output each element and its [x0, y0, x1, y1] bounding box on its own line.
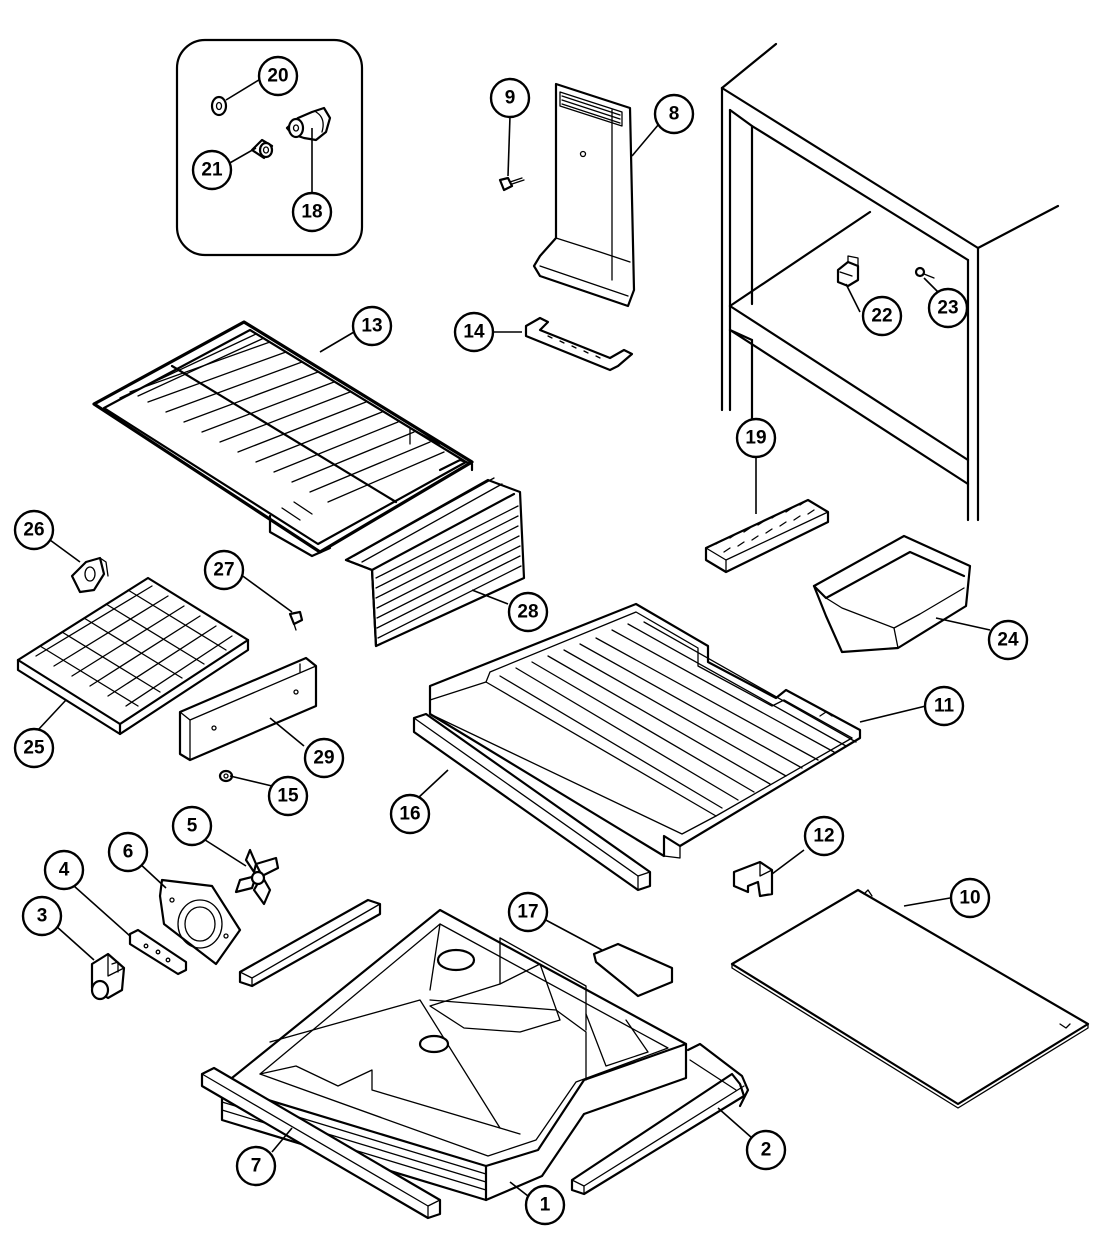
part-22-bracket [836, 255, 860, 288]
part-5-fan-blade [234, 848, 280, 906]
callout-16: 16 [389, 793, 431, 835]
svg-text:1: 1 [540, 1195, 551, 1216]
svg-text:29: 29 [313, 748, 334, 769]
callout-15: 15 [267, 775, 309, 817]
callout-18: 18 [291, 191, 333, 233]
part-20-washer [210, 95, 228, 117]
callout-21: 21 [191, 149, 233, 191]
svg-text:25: 25 [23, 738, 45, 759]
part-17-pad [592, 942, 674, 998]
svg-text:19: 19 [745, 428, 766, 449]
inset-detail-box [175, 38, 364, 257]
callout-12: 12 [803, 815, 845, 857]
part-7-rail [200, 1066, 442, 1220]
freezer-cabinet-outline [720, 42, 1060, 522]
callout-5: 5 [171, 805, 213, 847]
callout-23: 23 [927, 287, 969, 329]
svg-text:27: 27 [213, 560, 234, 581]
callout-29: 29 [303, 737, 345, 779]
svg-text:20: 20 [267, 66, 288, 87]
part-26-clip [70, 556, 109, 594]
svg-text:10: 10 [959, 888, 980, 909]
callout-22: 22 [861, 295, 903, 337]
part-12-bracket [732, 860, 774, 898]
svg-text:18: 18 [301, 202, 322, 223]
part-21-spacer [250, 138, 274, 160]
callout-2: 2 [745, 1129, 787, 1171]
svg-text:7: 7 [251, 1156, 262, 1177]
part-28-wire-basket [344, 477, 526, 648]
part-4-bracket [128, 928, 188, 976]
part-24-ice-bin [812, 534, 972, 654]
part-29-panel [178, 656, 318, 762]
part-25-grid-shelf [16, 576, 250, 736]
callout-24: 24 [987, 619, 1029, 661]
svg-text:6: 6 [123, 842, 134, 863]
part-13-wire-shelf [92, 320, 474, 558]
svg-text:21: 21 [201, 160, 223, 181]
part-11-shelf-assembly [428, 602, 862, 859]
svg-text:23: 23 [937, 298, 958, 319]
svg-text:11: 11 [934, 696, 955, 717]
callout-27: 27 [203, 549, 245, 591]
part-9-screw [498, 176, 525, 192]
svg-text:2: 2 [761, 1140, 772, 1161]
callout-11: 11 [923, 685, 965, 727]
callout-6: 6 [107, 831, 149, 873]
svg-text:14: 14 [463, 322, 485, 343]
callout-25: 25 [13, 727, 55, 769]
callout-28: 28 [507, 591, 549, 633]
callout-8: 8 [653, 93, 695, 135]
svg-text:17: 17 [517, 902, 538, 923]
part-14-seal-strip [524, 316, 634, 372]
svg-text:5: 5 [187, 816, 198, 837]
svg-text:16: 16 [399, 804, 420, 825]
leader-lines [37, 77, 991, 1197]
svg-text:13: 13 [361, 316, 382, 337]
callout-17: 17 [507, 891, 549, 933]
callout-14: 14 [453, 311, 495, 353]
callout-13: 13 [351, 305, 393, 347]
svg-text:22: 22 [871, 306, 892, 327]
svg-text:15: 15 [277, 786, 299, 807]
callout-7: 7 [235, 1145, 277, 1187]
side-rail-upper [238, 898, 382, 988]
callout-1: 1 [524, 1184, 566, 1226]
svg-text:3: 3 [37, 906, 48, 927]
svg-text:12: 12 [813, 826, 834, 847]
part-16-trim-strip [412, 712, 652, 892]
svg-text:28: 28 [517, 602, 538, 623]
svg-text:24: 24 [997, 630, 1019, 651]
part-8-duct-cover [532, 82, 636, 308]
callout-10: 10 [949, 877, 991, 919]
part-10-panel [730, 888, 1090, 1109]
callout-19: 19 [735, 417, 777, 459]
callout-4: 4 [43, 849, 85, 891]
part-27-screw [288, 610, 304, 631]
part-23-screw [914, 266, 935, 279]
svg-text:8: 8 [669, 104, 680, 125]
callout-9: 9 [489, 77, 531, 119]
callout-26: 26 [13, 509, 55, 551]
callout-3: 3 [21, 895, 63, 937]
part-3-motor [90, 952, 126, 1001]
svg-text:4: 4 [59, 860, 70, 881]
callout-20: 20 [257, 55, 299, 97]
part-2-rail [570, 1042, 750, 1196]
svg-text:26: 26 [23, 520, 44, 541]
part-19-ice-tray [704, 498, 830, 574]
part-18-knob [285, 106, 332, 142]
svg-text:9: 9 [505, 88, 516, 109]
part-6-fan-shroud [158, 878, 242, 966]
